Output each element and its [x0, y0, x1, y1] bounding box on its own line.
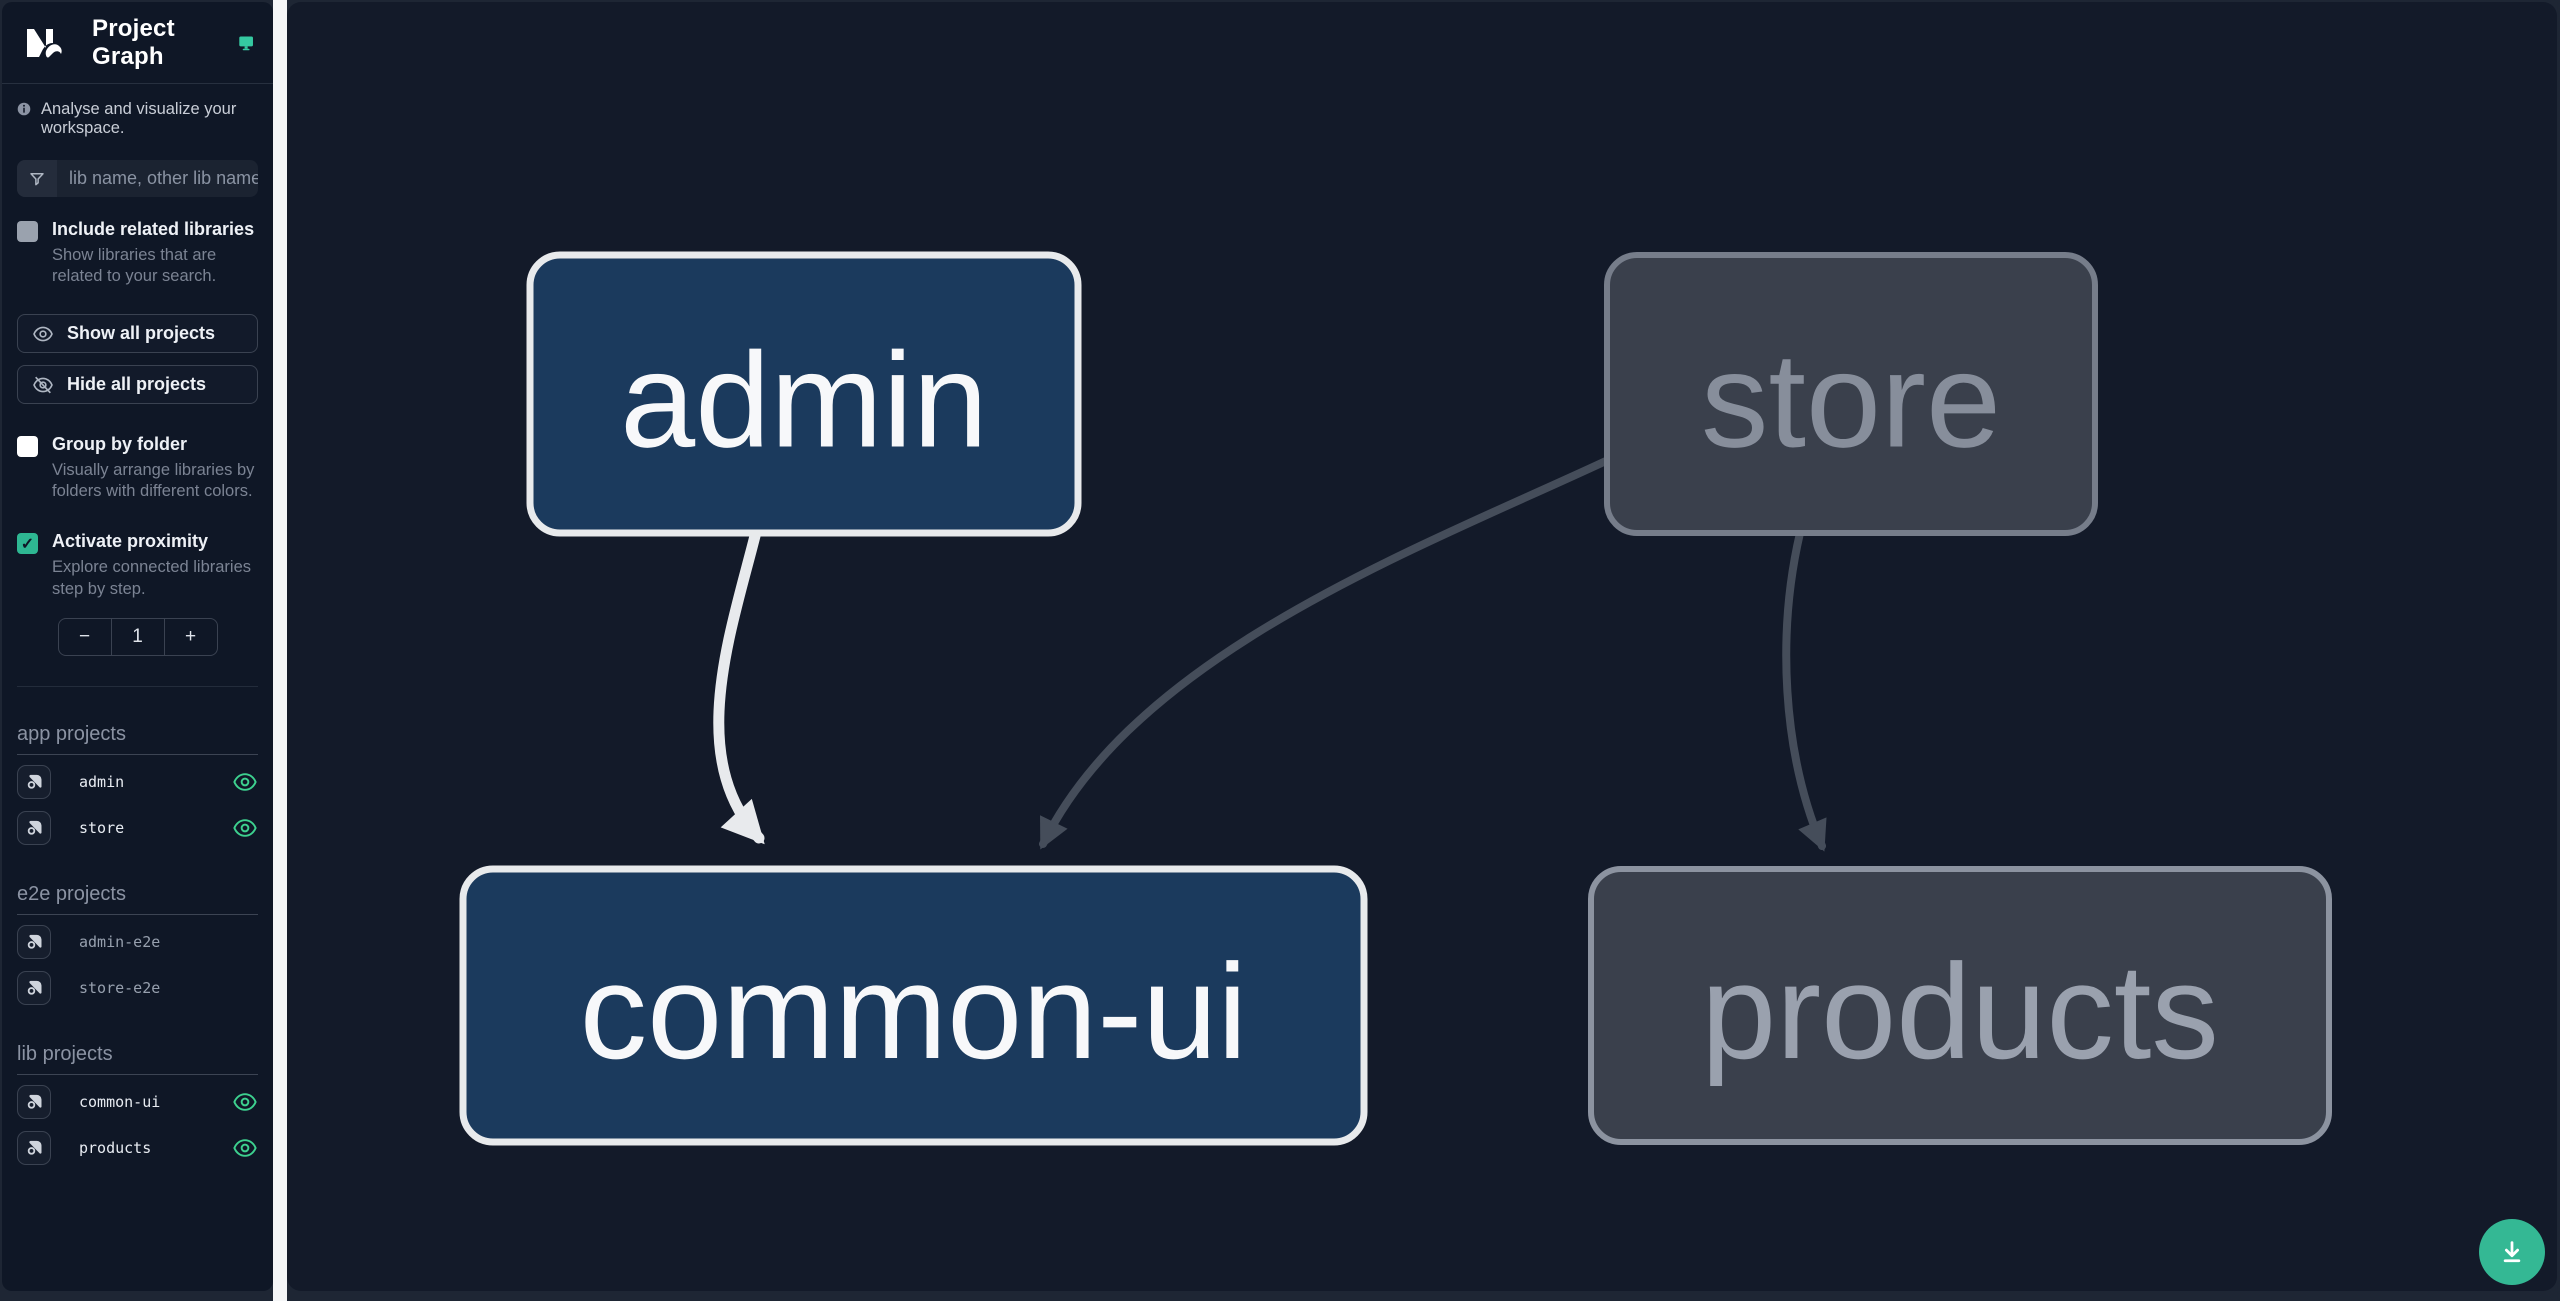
project-label: products [79, 1139, 152, 1158]
focus-store-button[interactable] [17, 811, 51, 846]
project-label: store [79, 819, 125, 838]
proximity-stepper: − 1 + [57, 618, 218, 657]
activate-proximity-desc: Explore connected libraries step by step… [52, 557, 252, 598]
option-group-by-folder[interactable]: Group by folder Visually arrange librari… [17, 434, 258, 503]
monitor-icon[interactable] [237, 31, 255, 55]
focus-icon [27, 935, 42, 950]
project-label: admin-e2e [79, 933, 161, 952]
info-icon [17, 102, 31, 116]
workspace-subtitle-row: Analyse and visualize your workspace. [17, 100, 258, 138]
option-include-related[interactable]: Include related libraries Show libraries… [17, 219, 258, 288]
node-box-admin[interactable] [526, 251, 1082, 537]
funnel-icon [17, 160, 57, 197]
node-label-common-ui: common-ui [580, 936, 1248, 1087]
graph-node-admin[interactable]: admin [526, 251, 1082, 537]
project-row-common-ui: common-ui [17, 1083, 258, 1121]
project-label: admin [79, 773, 125, 792]
node-label-store: store [1701, 325, 2001, 476]
focus-common-ui-button[interactable] [17, 1085, 51, 1120]
proximity-decrement-button[interactable]: − [59, 619, 111, 655]
node-box-store[interactable] [1604, 252, 2098, 536]
focus-icon [27, 1141, 42, 1156]
activate-proximity-checkbox[interactable]: ✓ [17, 533, 38, 555]
nx-logo [27, 28, 62, 58]
sidebar-divider [17, 686, 258, 688]
download-graph-button[interactable] [2479, 1219, 2545, 1285]
project-row-store: store [17, 809, 258, 847]
graph-node-store[interactable]: store [1604, 252, 2098, 536]
project-row-admin-e2e: admin-e2e [17, 923, 258, 961]
show-all-projects-button[interactable]: Show all projects [17, 314, 258, 354]
include-related-label: Include related libraries [52, 219, 255, 239]
include-related-checkbox[interactable] [17, 221, 38, 242]
hide-all-projects-label: Hide all projects [67, 374, 207, 395]
project-row-admin: admin [17, 763, 258, 801]
page-title: Project Graph [92, 14, 175, 70]
focus-admin-button[interactable] [17, 765, 51, 800]
proximity-value[interactable]: 1 [110, 619, 164, 656]
group-by-folder-desc: Visually arrange libraries by folders wi… [52, 460, 255, 501]
sidebar: Project Graph Analyse and visualize your… [2, 2, 273, 1291]
toggle-visibility-store-eye-icon[interactable] [232, 815, 258, 841]
node-label-admin: admin [620, 325, 988, 476]
focus-products-button[interactable] [17, 1131, 51, 1166]
option-activate-proximity[interactable]: ✓ Activate proximity Explore connected l… [17, 531, 258, 600]
proximity-increment-button[interactable]: + [163, 619, 217, 656]
focus-icon [27, 775, 42, 790]
section-app-projects: app projects [17, 723, 258, 756]
project-row-products: products [17, 1129, 258, 1167]
project-row-store-e2e: store-e2e [17, 969, 258, 1007]
eye-icon [33, 326, 53, 342]
activate-proximity-label: Activate proximity [52, 531, 209, 552]
toggle-visibility-products-eye-icon[interactable] [232, 1135, 258, 1161]
eye-slash-icon [33, 376, 53, 393]
focus-store-e2e-button[interactable] [17, 971, 51, 1006]
graph-canvas[interactable]: admin store common-ui products [287, 2, 2557, 1291]
node-label-products: products [1701, 936, 2219, 1087]
include-related-desc: Show libraries that are related to your … [52, 245, 217, 286]
filter-input[interactable] [57, 160, 258, 197]
edge-store-to-products[interactable] [1782, 529, 1827, 852]
project-label: common-ui [79, 1093, 161, 1112]
graph-node-products[interactable]: products [1588, 866, 2332, 1145]
show-all-projects-label: Show all projects [67, 323, 216, 344]
group-by-folder-checkbox[interactable] [17, 436, 38, 458]
focus-icon [27, 821, 42, 836]
section-lib-projects: lib projects [17, 1043, 258, 1076]
hide-all-projects-button[interactable]: Hide all projects [17, 365, 258, 405]
graph-node-common-ui[interactable]: common-ui [459, 865, 1368, 1146]
node-box-products[interactable] [1588, 866, 2332, 1145]
project-graph-svg: admin store common-ui products [459, 251, 2332, 1146]
edge-admin-to-common-ui[interactable] [713, 526, 765, 845]
node-box-common-ui[interactable] [459, 865, 1368, 1146]
focus-icon [27, 1095, 42, 1110]
section-e2e-projects: e2e projects [17, 883, 258, 916]
toggle-visibility-common-ui-eye-icon[interactable] [232, 1089, 258, 1115]
group-by-folder-label: Group by folder [52, 434, 187, 455]
download-icon [2503, 1241, 2521, 1263]
edge-store-to-common-ui[interactable] [1039, 456, 1612, 850]
focus-admin-e2e-button[interactable] [17, 925, 51, 960]
project-label: store-e2e [79, 979, 161, 998]
filter-box [17, 160, 258, 197]
sidebar-header: Project Graph [2, 2, 273, 84]
workspace-subtitle: Analyse and visualize your workspace. [41, 100, 237, 137]
toggle-visibility-admin-eye-icon[interactable] [232, 769, 258, 795]
focus-icon [27, 981, 42, 996]
sidebar-scrollbar[interactable] [273, 0, 287, 1301]
